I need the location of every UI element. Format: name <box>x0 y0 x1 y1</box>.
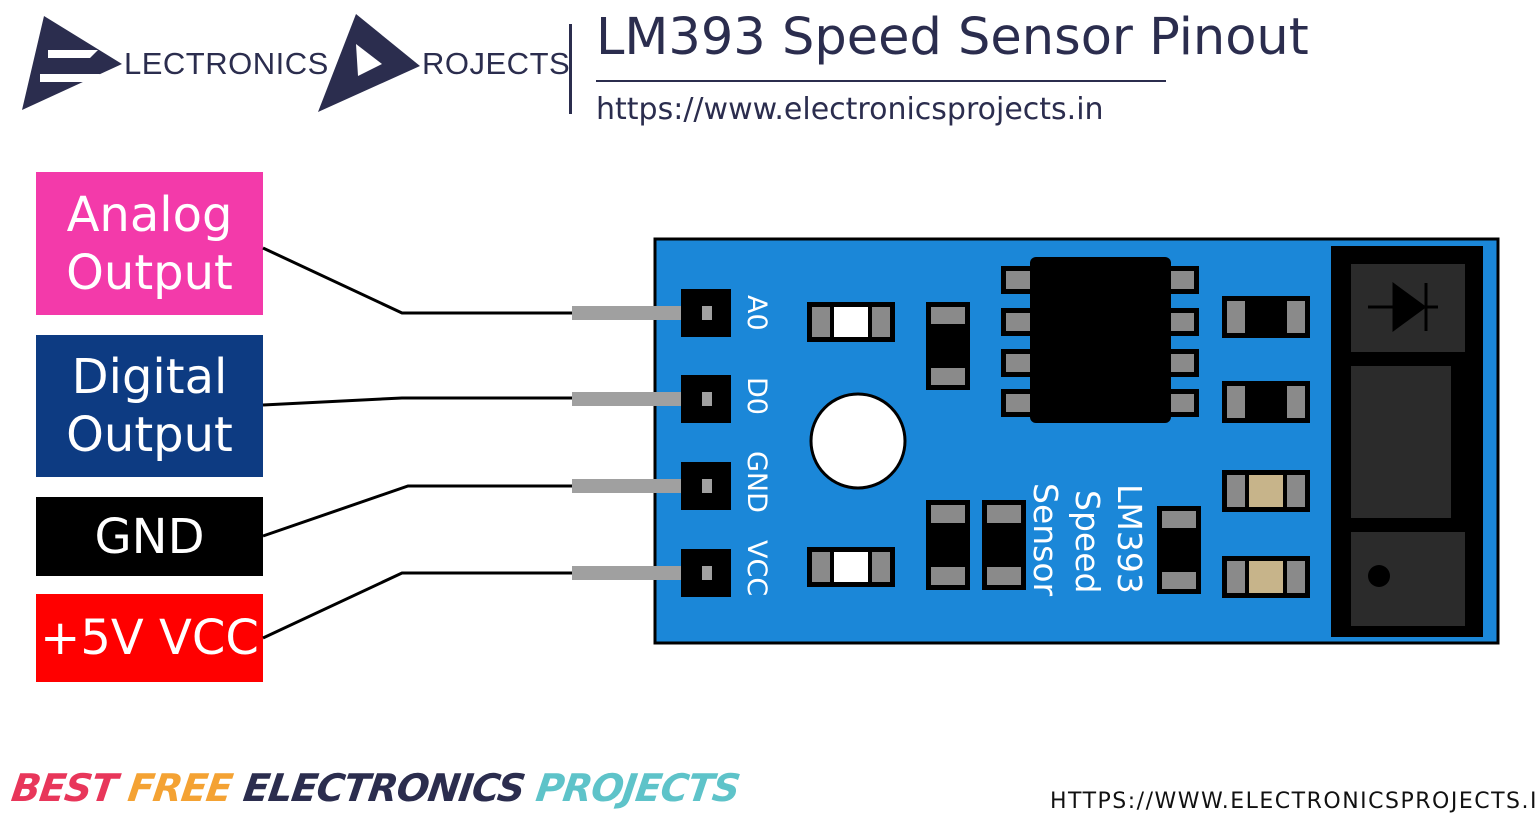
wire-vcc <box>262 571 572 640</box>
page-title: LM393 Speed Sensor Pinout <box>596 8 1309 67</box>
smd-capacitor <box>1222 556 1310 598</box>
silkscreen-line: Sensor <box>1026 483 1065 597</box>
smd-resistor <box>1222 296 1310 338</box>
pin-label-line: Analog <box>66 186 233 243</box>
board-label-d0: D0 <box>741 377 772 415</box>
board-label-gnd: GND <box>741 451 772 513</box>
tagline-word: PROJECTS <box>533 766 743 810</box>
board-label-vcc: VCC <box>741 540 772 596</box>
wire-d0 <box>262 396 572 407</box>
tagline-word: BEST <box>8 766 120 810</box>
connection-wires <box>262 246 572 640</box>
logo-word-lectronics: LECTRONICS <box>124 46 329 81</box>
pin-tip <box>702 566 712 580</box>
logo-word-rojects: ROJECTS <box>422 46 571 81</box>
footer-url: HTTPS://WWW.ELECTRONICSPROJECTS.IN <box>1050 789 1536 814</box>
tagline-word: FREE <box>125 766 235 810</box>
pin-tip <box>702 392 712 406</box>
pin-tip <box>702 479 712 493</box>
logo-p-icon <box>318 14 420 112</box>
silkscreen-line: LM393 <box>1110 484 1149 594</box>
tagline-word: ELECTRONICS <box>240 766 528 810</box>
header-url: https://www.electronicsprojects.in <box>596 92 1104 127</box>
silkscreen-line: Speed <box>1068 490 1107 593</box>
smd-resistor <box>926 500 970 590</box>
led-bottom <box>807 547 895 587</box>
smd-resistor <box>926 302 970 390</box>
pin-label-line: Digital <box>71 349 228 405</box>
wire-gnd <box>262 484 572 538</box>
smd-capacitor <box>1222 470 1310 512</box>
led-top <box>807 302 895 342</box>
pin-label-vcc: +5V VCC <box>36 594 263 682</box>
pin-vcc <box>572 566 712 580</box>
header-pins <box>572 289 731 597</box>
footer-tagline: BEST FREE ELECTRONICS PROJECTS <box>9 766 742 810</box>
smd-resistor <box>1222 381 1310 423</box>
pin-label-line: GND <box>94 508 205 565</box>
pin-d0 <box>572 392 712 406</box>
diode-icon <box>1368 282 1438 332</box>
logo-e-icon <box>22 16 122 110</box>
phototransistor-dot-icon <box>1368 565 1390 587</box>
board-silkscreen: LM393 Speed Sensor <box>1026 483 1149 597</box>
pin-label-gnd: GND <box>36 497 263 576</box>
pin-label-line: Output <box>66 407 233 463</box>
smd-resistor <box>982 500 1026 590</box>
pin-label-line: Output <box>66 244 233 301</box>
pin-gnd <box>572 479 712 493</box>
pin-tip <box>702 306 712 320</box>
pin-a0 <box>572 306 712 320</box>
pin-label-line: +5V VCC <box>40 610 259 666</box>
mounting-hole <box>809 392 907 490</box>
board-pin-labels: A0 D0 GND VCC <box>741 295 772 596</box>
title-underline <box>596 80 1166 82</box>
ic-lm393 <box>1001 257 1199 423</box>
header-divider <box>569 24 572 114</box>
board-label-a0: A0 <box>741 295 772 331</box>
wire-a0 <box>262 246 572 315</box>
smd-resistor <box>1157 506 1201 594</box>
